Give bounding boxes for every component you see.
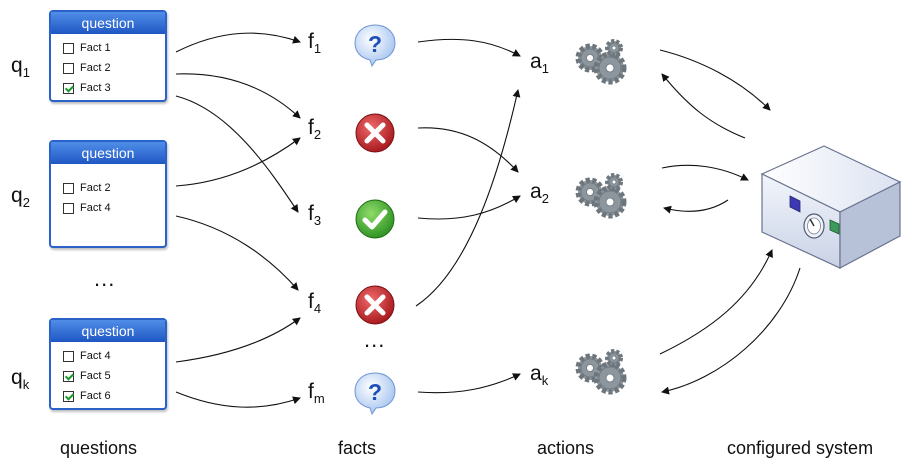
arrow-f1-a1 [417, 38, 521, 57]
fact-option: Fact 4 [63, 346, 159, 366]
f4-label: f4 [308, 290, 322, 317]
fact-option-label: Fact 2 [80, 182, 111, 194]
arrow-qk-f4 [175, 317, 301, 363]
arrow-fm-ak [417, 373, 521, 394]
fact-option: Fact 2 [63, 58, 159, 78]
question-box-k: question Fact 4 Fact 5 Fact 6 [49, 318, 167, 410]
f2-label: f2 [308, 116, 322, 143]
facts-ellipsis: ... [364, 327, 386, 352]
checkbox-icon[interactable] [63, 62, 74, 74]
arrow-system-ak [661, 267, 801, 395]
fact-option-label: Fact 6 [80, 390, 111, 402]
caption-questions: questions [60, 438, 138, 458]
arrow-system-a1 [661, 73, 746, 139]
svg-text:?: ? [368, 31, 382, 57]
gears-icon [575, 173, 627, 219]
fact-option: Fact 2 [63, 178, 159, 198]
caption-facts: facts [338, 438, 377, 458]
fm-label: fm [308, 380, 325, 407]
arrow-ak-system [659, 249, 773, 355]
arrow-f2-a2 [417, 127, 519, 173]
fact-option: Fact 5 [63, 366, 159, 386]
gears-icon [575, 349, 627, 395]
q2-label: q2 [11, 184, 30, 211]
a1-label: a1 [530, 50, 549, 77]
caption-actions: actions [537, 438, 595, 458]
checkbox-icon[interactable] [63, 350, 74, 362]
arrow-q2-f4 [175, 215, 299, 291]
fact-option-label: Fact 5 [80, 370, 111, 382]
fact-option: Fact 6 [63, 386, 159, 406]
f3-label: f3 [308, 202, 322, 229]
arrow-q1-f1 [175, 32, 301, 53]
arrow-a2-system [661, 164, 749, 181]
green-check-icon [355, 199, 395, 239]
question-box-1: question Fact 1 Fact 2 Fact 3 [49, 10, 167, 102]
red-x-icon [355, 285, 395, 325]
gears-icon [575, 39, 627, 85]
questions-ellipsis: ... [94, 266, 116, 291]
arrow-f4-a1 [415, 89, 521, 307]
question-box-title: question [51, 12, 165, 34]
a2-label: a2 [530, 180, 549, 207]
arrow-qk-fm [175, 391, 301, 408]
q1-label: q1 [11, 54, 30, 81]
svg-text:?: ? [368, 379, 382, 405]
checkbox-icon[interactable] [63, 182, 74, 194]
qk-label: qk [11, 366, 30, 393]
arrow-q1-f3 [175, 95, 299, 213]
fact-option-label: Fact 1 [80, 42, 111, 54]
fact-option: Fact 1 [63, 38, 159, 58]
fact-option: Fact 3 [63, 78, 159, 98]
red-x-icon [355, 113, 395, 153]
arrow-f3-a2 [417, 195, 521, 220]
arrow-q2-f2 [175, 137, 301, 187]
fact-option: Fact 4 [63, 198, 159, 218]
caption-configured-system: configured system [727, 438, 874, 458]
checkbox-icon[interactable] [63, 202, 74, 214]
fact-option-label: Fact 4 [80, 350, 111, 362]
configured-device-icon [760, 145, 902, 269]
f1-label: f1 [308, 30, 322, 57]
question-bubble-icon: ? [354, 372, 396, 416]
question-bubble-icon: ? [354, 24, 396, 68]
arrow-system-a2 [663, 199, 729, 214]
checkbox-icon[interactable] [63, 42, 74, 54]
fact-option-label: Fact 3 [80, 82, 111, 94]
arrow-q1-f2 [175, 73, 301, 119]
question-box-title: question [51, 142, 165, 164]
fact-option-label: Fact 2 [80, 62, 111, 74]
ak-label: ak [530, 362, 549, 389]
question-box-2: question Fact 2 Fact 4 [49, 140, 167, 248]
checked-checkbox-icon[interactable] [63, 370, 74, 382]
fact-option-label: Fact 4 [80, 202, 111, 214]
checked-checkbox-icon[interactable] [63, 82, 74, 94]
checked-checkbox-icon[interactable] [63, 390, 74, 402]
arrow-a1-system [659, 49, 771, 111]
question-box-title: question [51, 320, 165, 342]
